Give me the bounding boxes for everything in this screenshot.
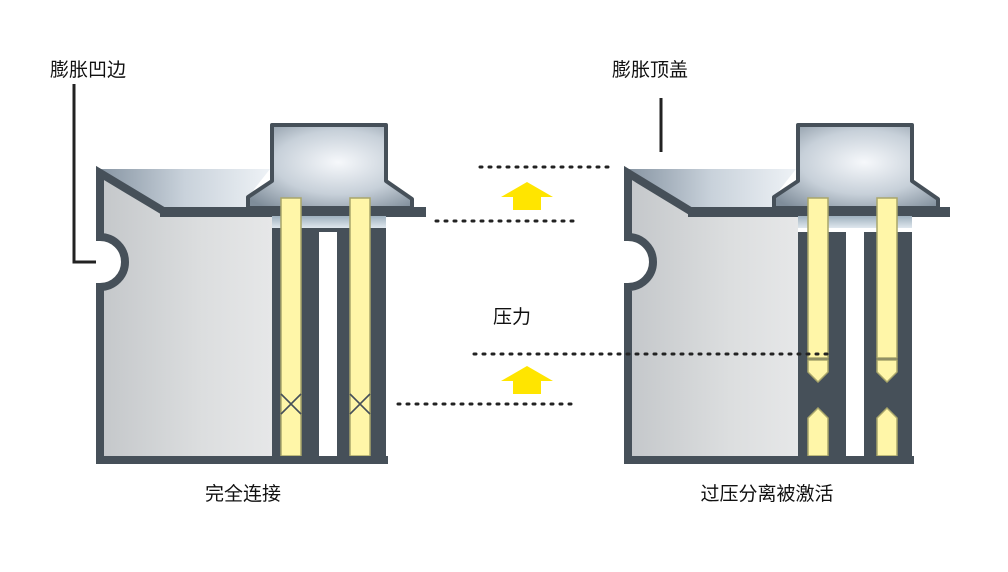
left-tab-1 [280, 197, 302, 457]
left-cell-lid [100, 169, 270, 208]
right-tab-2-tip [876, 359, 898, 384]
right-tab-2-upper [876, 197, 898, 359]
left-cell-wall [96, 165, 272, 464]
right-cell-body [628, 173, 798, 460]
right-cell-wall [624, 165, 798, 464]
overpressure-disconnect-label: 过压分离被激活 [700, 483, 833, 505]
dimple-label: 膨胀凹边 [50, 59, 126, 81]
left-tab-2 [349, 197, 371, 457]
right-tab-1-upper [807, 197, 829, 359]
arrow-up-icon [501, 366, 553, 394]
left-tab-gap [319, 232, 337, 458]
cap-label: 膨胀顶盖 [612, 59, 688, 81]
left-cap [246, 123, 414, 210]
right-cap [772, 123, 940, 210]
full-connection-label: 完全连接 [205, 483, 281, 505]
left-cell [96, 123, 426, 464]
left-cell-body [100, 173, 272, 460]
right-cell-lid [628, 169, 796, 208]
left-tab-2-notch [349, 393, 371, 415]
right-cell [624, 123, 950, 464]
dimple-leader-line [72, 84, 96, 264]
right-tab-2-lower [876, 406, 898, 457]
pressure-label: 压力 [493, 306, 531, 328]
guide-lines [396, 165, 832, 406]
left-tab-1-notch [280, 393, 302, 415]
arrow-up-icon [501, 182, 553, 210]
right-tab-1-tip [807, 359, 829, 384]
right-tab-1-lower [807, 406, 829, 457]
